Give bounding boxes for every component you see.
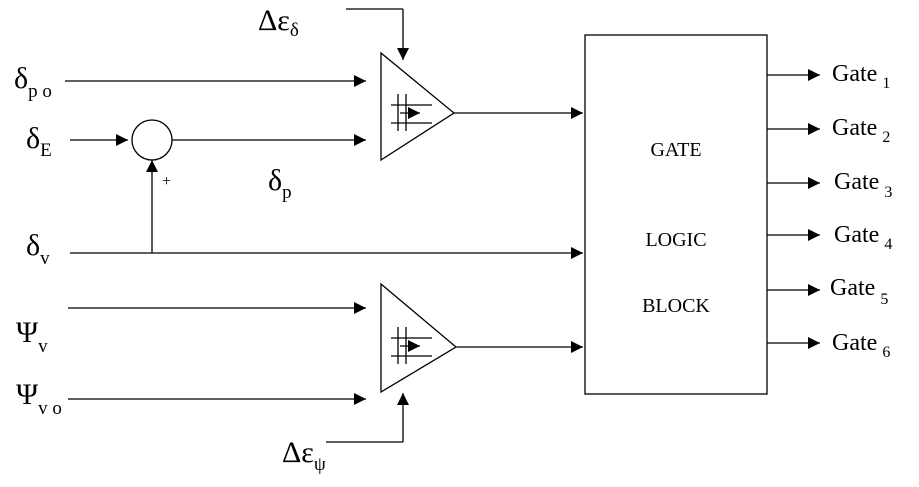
- summing-plus-sign: +: [162, 173, 171, 190]
- input-label-psi-vo: Ψv o: [16, 378, 62, 419]
- hysteresis-label-psi: Δεψ: [282, 436, 326, 475]
- block-label-line1: GATE: [650, 139, 701, 161]
- gate-logic-block: [584, 34, 768, 395]
- intermediate-label-delta-p: δp: [268, 164, 292, 203]
- hysteresis-label-delta: Δεδ: [258, 4, 299, 41]
- input-label-delta-po: δp o: [14, 62, 52, 102]
- block-label-line3: BLOCK: [642, 295, 710, 317]
- input-label-delta-v: δv: [26, 229, 50, 269]
- input-label-delta-e: δE: [26, 122, 52, 161]
- block-label-line2: LOGIC: [645, 229, 706, 251]
- input-label-psi-v: Ψv: [16, 316, 48, 357]
- comparator-upper: [380, 51, 456, 162]
- comparator-lower: [380, 282, 458, 394]
- summing-junction: [131, 119, 173, 161]
